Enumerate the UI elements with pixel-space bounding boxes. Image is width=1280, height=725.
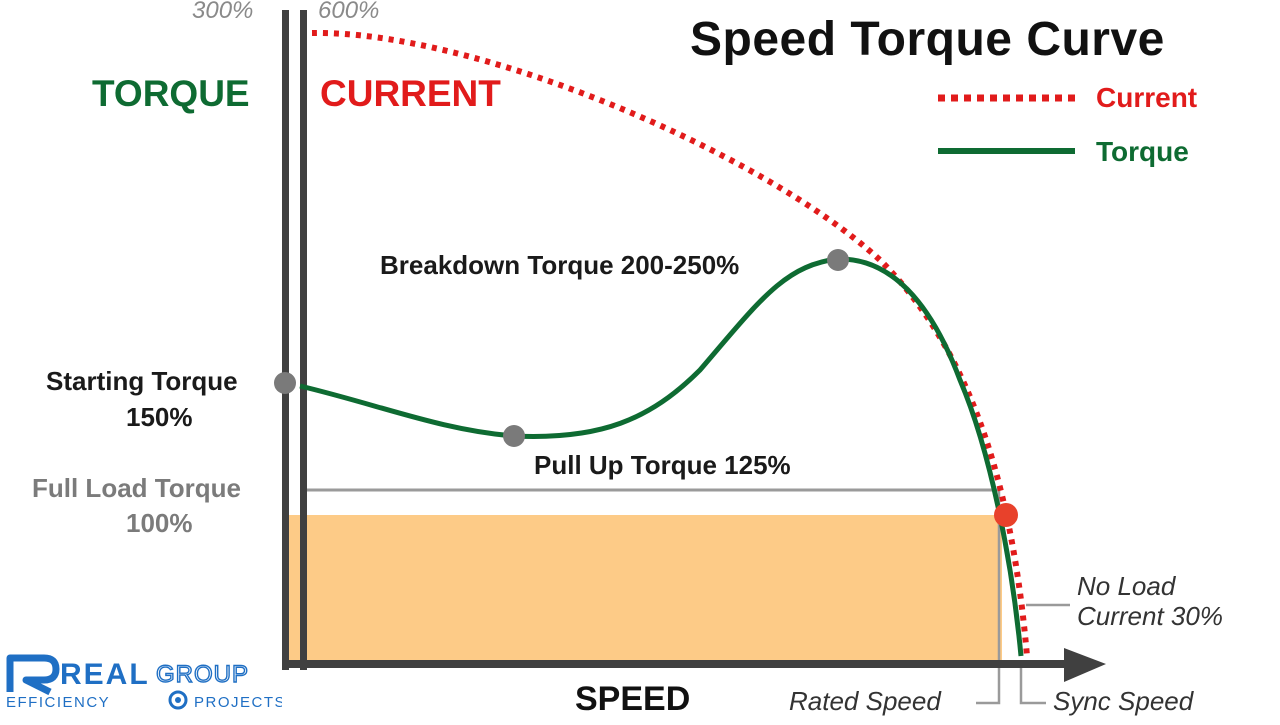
speed-axis-arrow xyxy=(1064,648,1106,682)
pull-up-torque-label: Pull Up Torque 125% xyxy=(534,450,791,480)
legend-torque-label: Torque xyxy=(1096,136,1189,167)
logo-tagline-right: PROJECTS xyxy=(194,694,282,711)
current-curve xyxy=(311,29,1030,657)
torque-axis xyxy=(282,10,289,670)
logo-gear-icon xyxy=(168,690,188,710)
logo-tagline-left: EFFICIENCY xyxy=(6,694,110,711)
speed-axis xyxy=(282,660,1072,668)
real-group-logo-image: REAL GROUP EFFICIENCY PROJECTS xyxy=(6,654,285,711)
starting-torque-value: 150% xyxy=(126,402,193,432)
breakdown-torque-marker xyxy=(827,249,849,271)
rated-speed-guide xyxy=(976,490,1001,705)
torque-curve xyxy=(299,256,1024,657)
real-group-logo: REAL GROUP EFFICIENCY PROJECTS xyxy=(4,652,285,714)
logo-brand-main: REAL xyxy=(60,658,150,691)
torque-axis-heading: TORQUE xyxy=(92,73,250,114)
chart-title: Speed Torque Curve xyxy=(690,13,1165,66)
full-load-torque-value: 100% xyxy=(126,508,193,538)
speed-axis-label: SPEED xyxy=(575,680,691,718)
pull-up-torque-marker xyxy=(503,425,525,447)
breakdown-torque-label: Breakdown Torque 200-250% xyxy=(380,250,740,280)
full-load-torque-label: Full Load Torque xyxy=(32,473,241,503)
full-load-region xyxy=(289,515,1002,662)
rated-speed-marker xyxy=(994,503,1018,527)
no-load-current-label: No Load xyxy=(1077,571,1176,601)
starting-torque-marker xyxy=(274,372,296,394)
legend-current-label: Current xyxy=(1096,82,1198,113)
sync-speed-guide xyxy=(1019,660,1046,705)
current-axis xyxy=(300,10,307,670)
current-scale-max: 600% xyxy=(318,0,380,24)
torque-scale-max: 300% xyxy=(192,0,254,24)
no-load-current-value: Current 30% xyxy=(1077,601,1223,631)
sync-speed-label: Sync Speed xyxy=(1053,686,1194,716)
current-axis-heading: CURRENT xyxy=(320,73,501,114)
logo-brand-sub: GROUP xyxy=(156,661,249,688)
starting-torque-label: Starting Torque xyxy=(46,366,238,396)
rated-speed-label: Rated Speed xyxy=(789,686,941,716)
